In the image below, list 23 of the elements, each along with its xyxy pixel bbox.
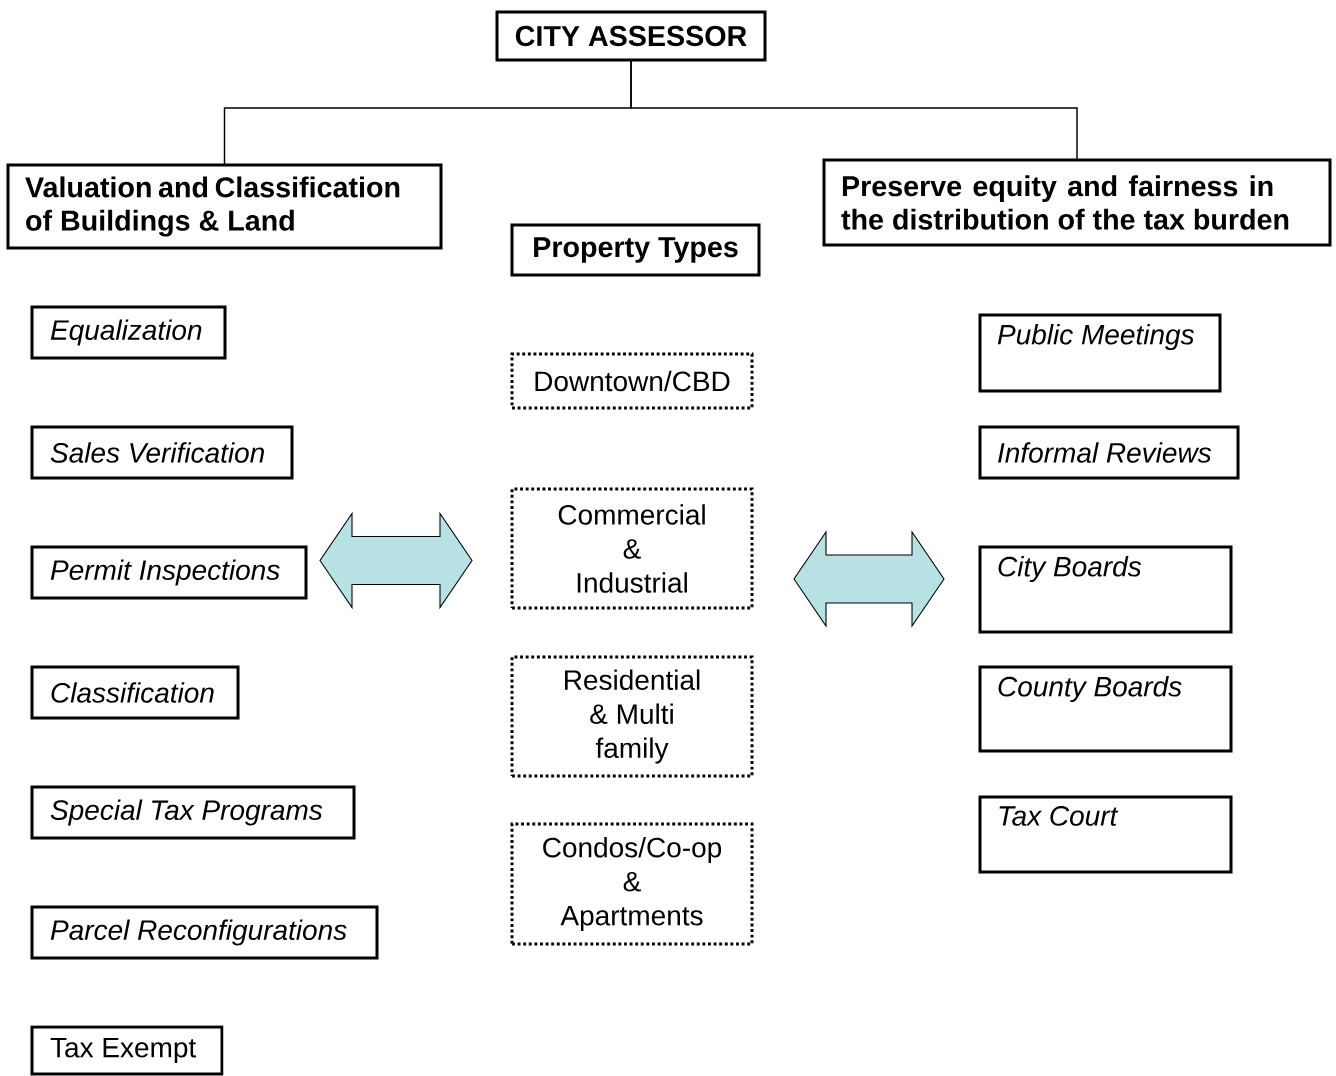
heading-box: Property Types [510, 223, 761, 277]
heading-box: Valuation and Classification of Buildings & Land [6, 163, 443, 250]
item-box: County Boards [978, 665, 1233, 753]
double-arrow [793, 530, 945, 628]
dotted-box: Condos/Co-op & Apartments [510, 822, 754, 946]
item-box: Tax Court [978, 795, 1233, 874]
title-box: CITY ASSESSOR [495, 10, 767, 62]
item-box: Sales Verification [30, 425, 294, 480]
dotted-box: Commercial & Industrial [510, 487, 754, 610]
double-arrow [319, 511, 473, 610]
item-box: Special Tax Programs [30, 785, 356, 840]
dotted-box: Downtown/CBD [510, 352, 754, 410]
item-box: Public Meetings [978, 313, 1222, 393]
item-box: Tax Exempt [30, 1025, 224, 1076]
dotted-box: Residential & Multi family [510, 655, 754, 778]
item-box: Equalization [30, 305, 227, 360]
item-box: Informal Reviews [978, 425, 1240, 480]
connector-line [630, 59, 1078, 161]
item-box: City Boards [978, 545, 1233, 634]
heading-box: Preserve equity and fairness in the distribution of the tax burden [822, 158, 1332, 247]
item-box: Parcel Reconfigurations [30, 905, 379, 960]
item-box: Permit Inspections [30, 545, 308, 600]
item-box: Classification [30, 665, 240, 720]
